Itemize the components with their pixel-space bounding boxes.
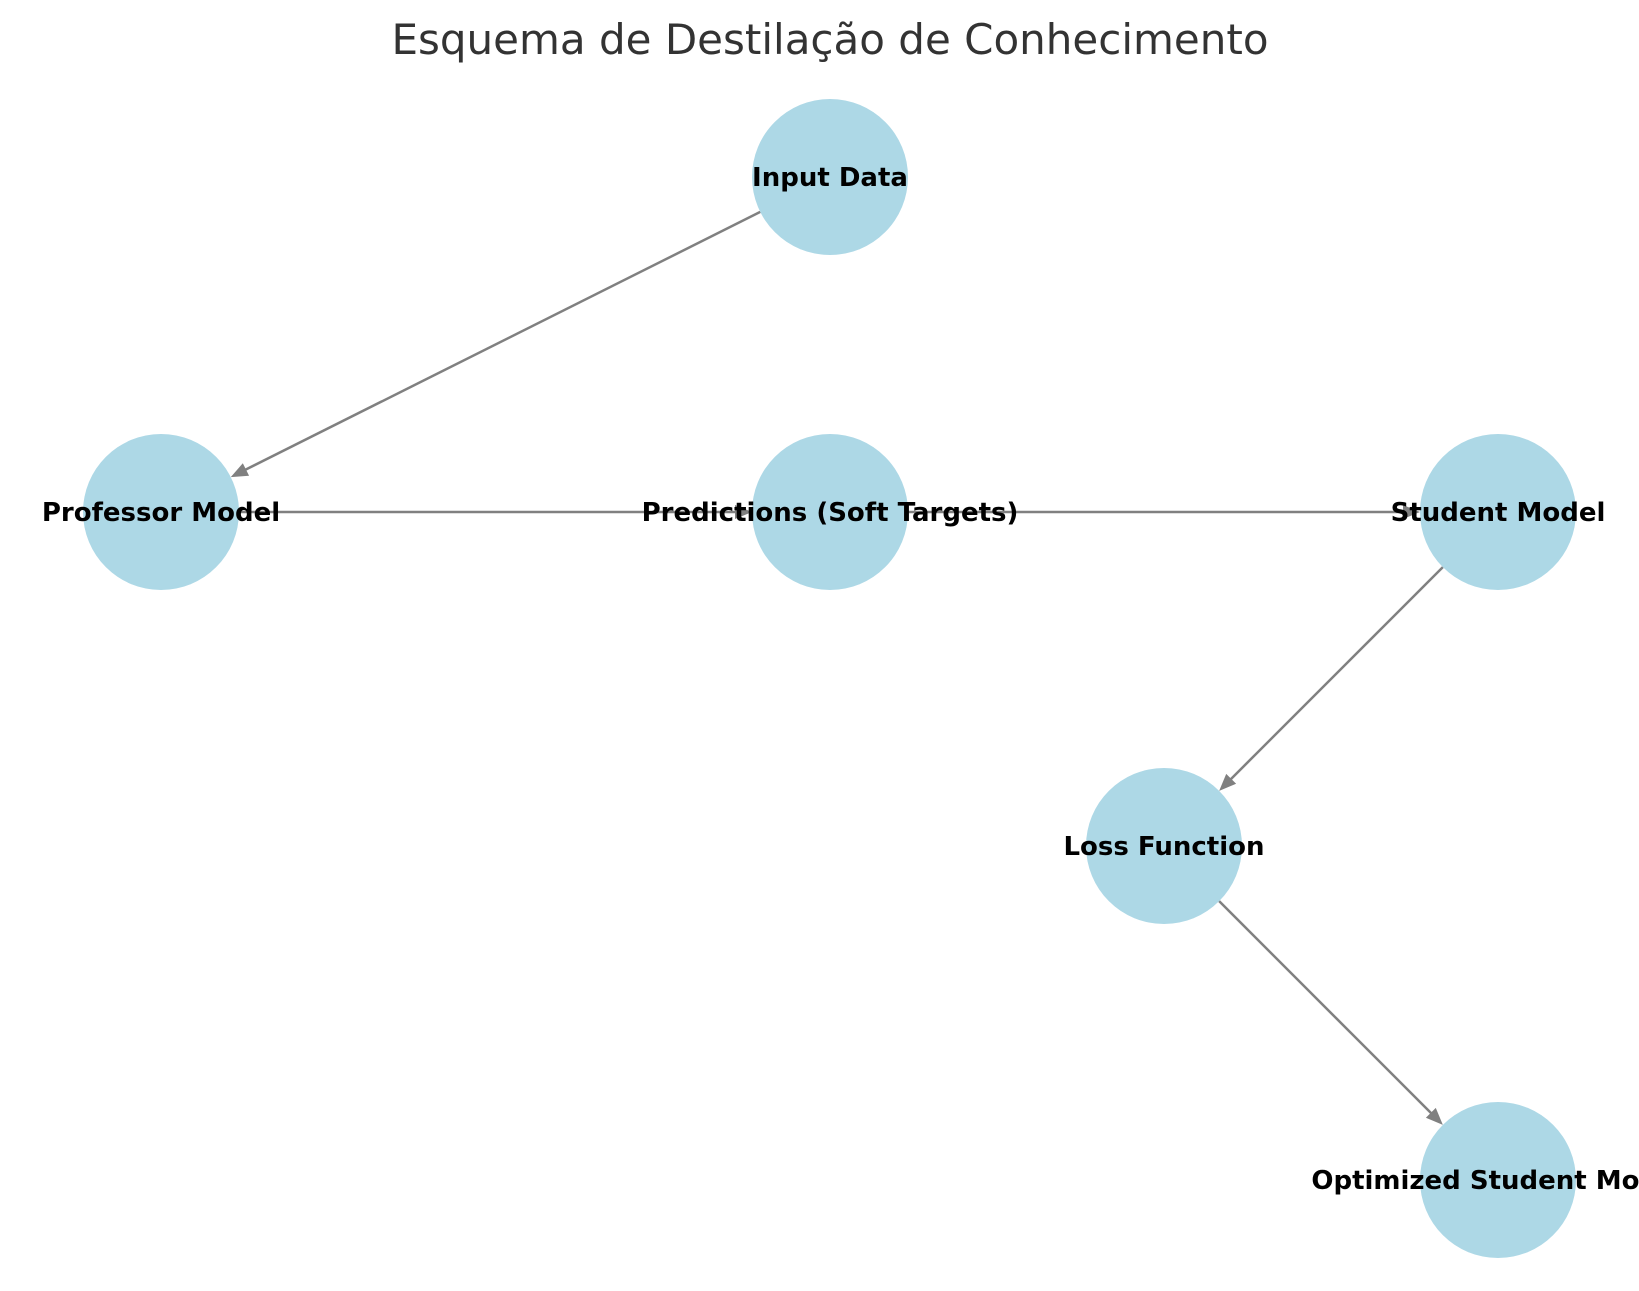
edge-student-to-loss — [1219, 566, 1444, 791]
node-optimized — [1420, 1102, 1576, 1258]
edge-line — [235, 210, 761, 476]
node-student — [1420, 434, 1576, 590]
edges-layer — [230, 210, 1444, 1125]
arrowhead-icon — [1219, 773, 1237, 791]
edge-loss-to-optimized — [1218, 900, 1443, 1125]
node-loss — [1086, 768, 1242, 924]
arrowhead-icon — [230, 463, 250, 478]
node-label-input: Input Data — [752, 163, 908, 193]
node-input — [752, 99, 908, 255]
edge-input-to-professor — [230, 210, 761, 478]
arrowhead-icon — [735, 505, 752, 519]
diagram-title: Esquema de Destilação de Conhecimento — [391, 15, 1268, 64]
edge-line — [1222, 566, 1444, 788]
edge-professor-to-predictions — [239, 505, 752, 519]
node-label-student: Student Model — [1391, 498, 1606, 528]
arrowhead-icon — [1403, 505, 1420, 519]
node-label-professor: Professor Model — [42, 498, 280, 528]
node-professor — [83, 434, 239, 590]
node-label-predictions: Predictions (Soft Targets) — [642, 498, 1019, 528]
edge-line — [1218, 900, 1440, 1122]
node-label-loss: Loss Function — [1063, 832, 1264, 862]
node-label-optimized: Optimized Student Model — [1311, 1166, 1639, 1196]
node-predictions — [752, 434, 908, 590]
nodes-layer — [83, 99, 1576, 1258]
edge-predictions-to-student — [908, 505, 1420, 519]
arrowhead-icon — [1425, 1107, 1443, 1125]
